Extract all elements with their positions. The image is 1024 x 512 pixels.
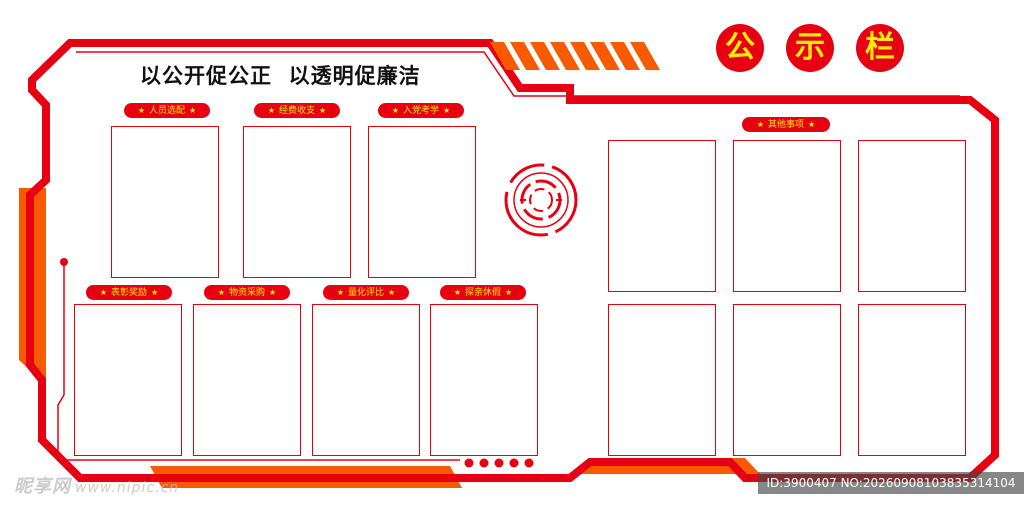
label-text: 人员选配 [148,106,185,116]
star-icon: ★ [756,120,764,129]
panel-left-top-2 [243,126,351,278]
panel-left-top-3 [368,126,476,278]
label-left-top-2: ★经费收支★ [254,103,340,118]
star-icon: ★ [99,288,107,297]
title-char-1: 公 [716,24,764,72]
star-icon: ★ [269,288,277,297]
bottom-accent-line [57,394,460,461]
label-text: 探亲休假 [464,288,501,298]
label-left-top-1: ★人员选配★ [124,103,210,118]
panel-left-bottom-1 [74,304,182,456]
panel-right-bottom-1 [608,304,716,456]
watermark-brand: 昵享网 [14,476,71,497]
stripe-pattern [490,42,660,70]
watermark-id: ID:3900407 NO:20260908103835314104 [758,472,1024,494]
panel-left-bottom-4 [430,304,538,456]
star-icon: ★ [808,120,816,129]
star-icon: ★ [336,288,344,297]
panel-right-top-2 [733,140,841,292]
star-icon: ★ [267,106,275,115]
panel-right-top-3 [858,140,966,292]
label-text: 表彰奖励 [110,288,147,298]
star-icon: ★ [453,288,461,297]
star-icon: ★ [443,106,451,115]
label-left-bottom-1: ★表彰奖励★ [86,285,172,300]
panel-right-bottom-2 [733,304,841,456]
watermark-url: www.nipic.cn [75,480,180,496]
star-icon: ★ [151,288,159,297]
label-text: 量化评比 [347,288,384,298]
star-icon: ★ [217,288,225,297]
star-icon: ★ [319,106,327,115]
label-text: 经费收支 [278,106,315,116]
label-left-bottom-3: ★量化评比★ [323,285,409,300]
label-text: 其他事项 [767,120,804,130]
panel-right-top-1 [608,140,716,292]
panel-left-bottom-2 [193,304,301,456]
panel-left-bottom-3 [312,304,420,456]
panel-left-top-1 [111,126,219,278]
label-right-header: ★其他事项★ [742,117,830,132]
label-text: 物资采购 [228,288,265,298]
panel-right-bottom-3 [858,304,966,456]
title-char-3: 栏 [856,24,904,72]
star-icon: ★ [137,106,145,115]
bottom-dots [464,458,534,468]
label-left-top-3: ★入党考学★ [378,103,464,118]
inner-frame [76,51,960,97]
label-text: 入党考学 [402,106,439,116]
star-icon: ★ [391,106,399,115]
target-emblem [504,163,578,237]
title-char-2: 示 [786,24,834,72]
star-icon: ★ [388,288,396,297]
star-icon: ★ [505,288,513,297]
label-left-bottom-4: ★探亲休假★ [440,285,526,300]
star-icon: ★ [189,106,197,115]
label-left-bottom-2: ★物资采购★ [204,285,290,300]
accent-dot [60,258,68,266]
slogan: 以公开促公正 以透明促廉洁 [140,63,421,88]
